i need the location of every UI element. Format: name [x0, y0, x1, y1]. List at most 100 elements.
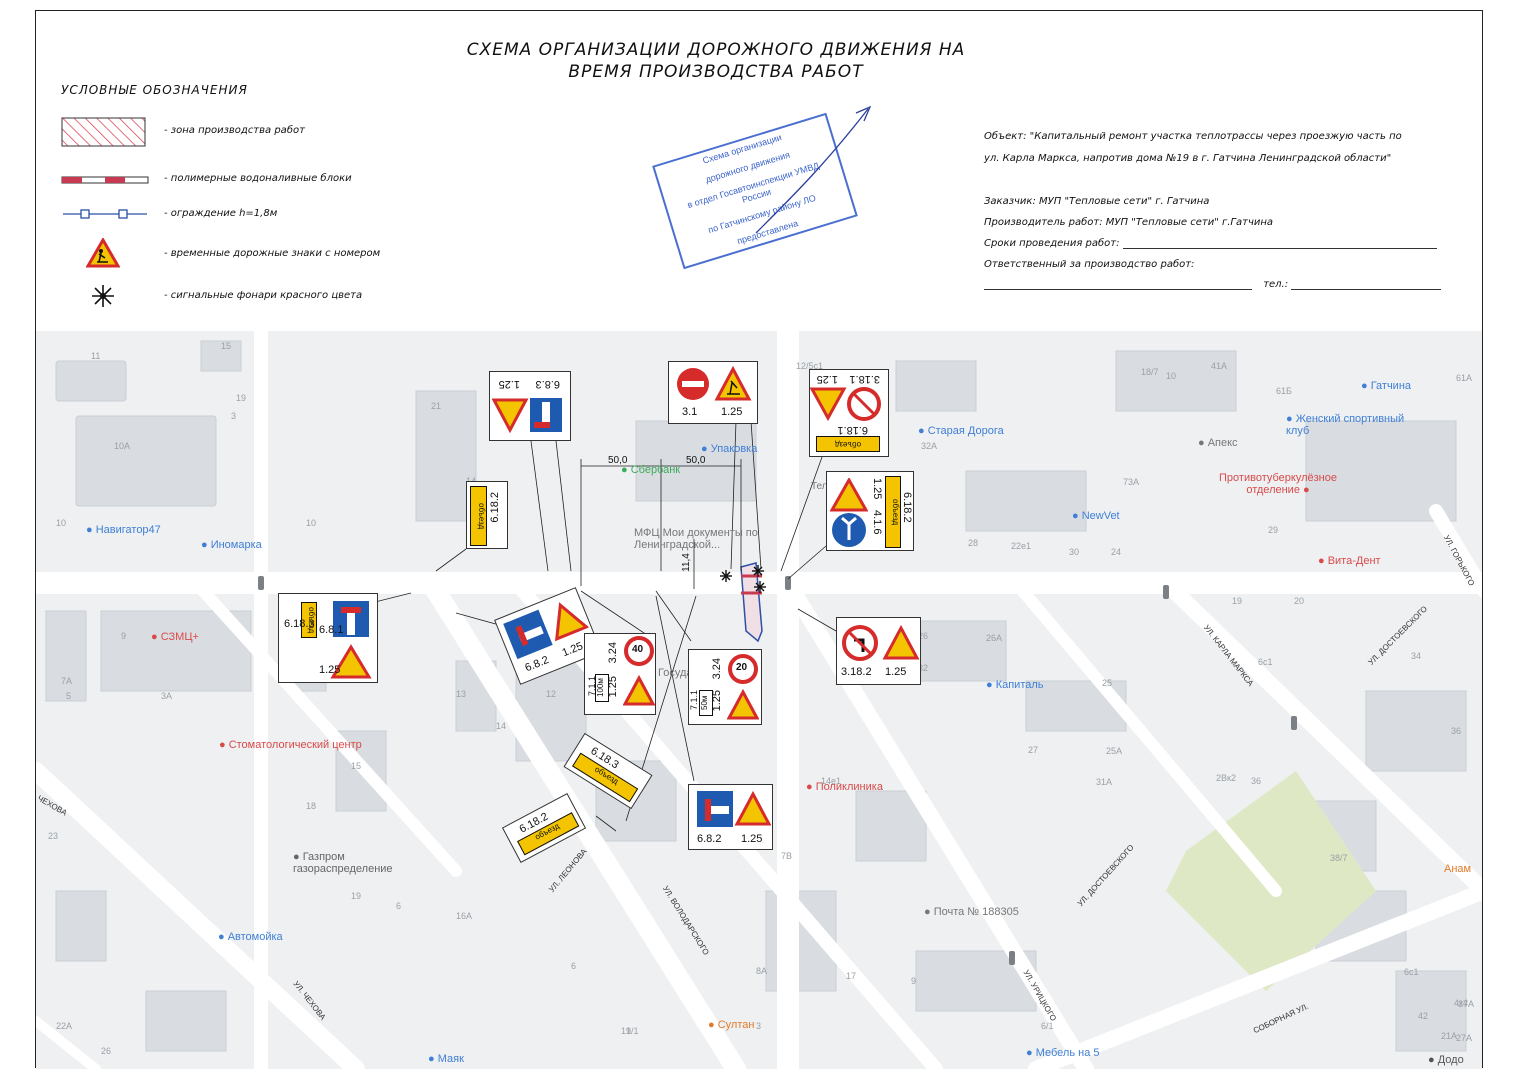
house-number: 41А — [1211, 361, 1228, 371]
house-number: 61Б — [1276, 386, 1292, 396]
poi-poliklinika[interactable]: ● Поликлиника — [806, 781, 883, 793]
house-number: 6/1 — [1041, 1021, 1054, 1031]
house-number: 31А — [1096, 777, 1113, 787]
house-number: 18/7 — [1141, 367, 1159, 377]
poi-anam[interactable]: Анам — [1444, 863, 1471, 875]
sign-box-6-8-3: 6.8.3 1.25 — [489, 371, 571, 441]
sign-box-3-24-40: 40 3.24 1.25 100м 7.1.1 — [584, 633, 656, 715]
house-number: 3 — [756, 1021, 762, 1031]
speed-limit-sign-icon — [623, 636, 655, 706]
house-number: 10 — [306, 518, 317, 528]
poi-label: Навигатор47 — [95, 524, 161, 536]
poi-label: Додо — [1437, 1054, 1464, 1066]
house-number: 37А — [1458, 999, 1475, 1009]
legend-label-blocks: - полимерные водоналивные блоки — [164, 173, 352, 184]
house-number: 19/1 — [621, 1026, 639, 1036]
poi-label: Автомойка — [227, 931, 283, 943]
no-entry-sign-icon — [677, 366, 752, 401]
phone-label: тел.: — [1263, 279, 1289, 290]
sign-code: 3.18.2 — [841, 666, 872, 678]
poi-mebel[interactable]: ● Мебель на 5 — [1026, 1047, 1100, 1059]
dimension-label: 50,0 — [608, 455, 628, 466]
poi-label: Стоматологический центр — [228, 739, 362, 751]
dead-end-sign-icon — [330, 601, 372, 679]
house-number: 27 — [1028, 745, 1039, 755]
house-number: 25 — [1102, 678, 1113, 688]
poi-pochta[interactable]: ● Почта № 188305 — [924, 906, 1019, 918]
terms-blank — [1122, 238, 1437, 249]
house-number: 11 — [91, 351, 101, 361]
sign-box-4-1-6: 1.25 4.1.6 объезд 6.18.2 — [826, 471, 914, 551]
poi-gazprom[interactable]: ● Газпром газораспределение — [293, 851, 393, 875]
poi-kapital[interactable]: ● Капиталь — [986, 679, 1044, 691]
house-number: 8А — [756, 966, 768, 976]
poi-stomatology[interactable]: ● Стоматологический центр — [219, 739, 362, 751]
poi-label: Женский спортивный клуб — [1286, 413, 1405, 437]
sign-code: 1.25 — [741, 833, 763, 845]
poi-womens-club[interactable]: ● Женский спортивный клуб — [1286, 413, 1405, 437]
speed-value: 20 — [736, 662, 748, 673]
poi-vita-dent[interactable]: ● Вита-Дент — [1318, 555, 1381, 567]
house-number: 36 — [1251, 776, 1262, 786]
sign-box-3-1: 3.1 1.25 — [668, 361, 758, 424]
house-number: 23 — [48, 831, 59, 841]
sign-box-3-24-20: 20 3.24 1.25 50м 7.1.1 — [688, 649, 762, 725]
distance-plate: 100м — [595, 674, 609, 702]
dimension-label: 11,4 — [680, 553, 692, 572]
house-number: 30 — [1069, 547, 1080, 557]
house-number: 20 — [1294, 596, 1305, 606]
house-number: 28 — [968, 538, 979, 548]
house-number: 26А — [986, 633, 1003, 643]
house-number: 73А — [1123, 477, 1140, 487]
poi-tb-otdelenie[interactable]: Противотуберкулёзное отделение ● — [1219, 472, 1337, 496]
house-number: 9 — [121, 631, 127, 641]
sign-code: 6.8.1 — [319, 624, 344, 636]
poi-newvet[interactable]: ● NewVet — [1072, 510, 1120, 522]
signature-mark — [755, 105, 872, 234]
phone-row: тел.: — [984, 279, 1442, 290]
hatched-zone-icon — [61, 117, 146, 147]
legend-label-fence: - ограждение h=1,8м — [164, 208, 278, 219]
house-number: 15 — [221, 341, 232, 351]
house-number: 38/7 — [1330, 853, 1348, 863]
sign-box-6-18-2-a: объезд 6.18.2 — [466, 481, 508, 549]
poi-carwash[interactable]: ● Автомойка — [218, 931, 283, 943]
house-number: 1 — [626, 1026, 632, 1036]
poi-label: Иномарка — [210, 539, 262, 551]
house-number: 9 — [911, 976, 917, 986]
house-number: 18 — [306, 801, 317, 811]
house-number: 36 — [1451, 726, 1462, 736]
sign-code: 7.1.1 — [689, 690, 699, 711]
poi-mayak[interactable]: ● Маяк — [428, 1053, 464, 1065]
poi-staraya-doroga[interactable]: ● Старая Дорога — [918, 425, 1004, 437]
house-number: 6 — [571, 961, 577, 971]
water-block-icon — [61, 176, 149, 184]
speed-value: 40 — [632, 644, 644, 655]
poi-gatchina[interactable]: ● Гатчина — [1361, 380, 1412, 392]
title-line-2: ВРЕМЯ ПРОИЗВОДСТВА РАБОТ — [568, 62, 864, 82]
detour-plate: объезд — [470, 486, 487, 546]
poi-upakovka[interactable]: ● Упаковка — [701, 443, 758, 455]
poi-inomarka[interactable]: ● Иномарка — [201, 539, 262, 551]
house-number: 10 — [56, 518, 67, 528]
poi-label: Сбербанк — [630, 464, 681, 476]
poi-apeks[interactable]: ● Апекс — [1198, 437, 1238, 449]
sign-code: 1.25 — [319, 664, 341, 676]
sign-code: 1.25 — [498, 378, 520, 390]
poi-sultan[interactable]: ● Султан — [708, 1019, 755, 1031]
poi-sberbank[interactable]: ● Сбербанк — [621, 464, 681, 476]
dead-end-sign-icon — [503, 602, 590, 660]
poi-szmc[interactable]: ● СЗМЦ+ — [151, 631, 199, 643]
sign-code: 6.8.2 — [697, 833, 722, 845]
dimension-label: 50,0 — [686, 455, 706, 466]
poi-dodo[interactable]: ● Додо — [1428, 1054, 1464, 1066]
house-number: 3А — [161, 691, 173, 701]
legend-label-lanterns: - сигнальные фонари красного цвета — [164, 290, 363, 301]
house-number: 17 — [846, 971, 857, 981]
sign-code: 3.1 — [682, 406, 698, 418]
poi-mfc[interactable]: МФЦ Мои документы по Ленинградской... — [634, 527, 774, 551]
poi-navigator47[interactable]: ● Навигатор47 — [86, 524, 161, 536]
house-number: 13 — [456, 689, 467, 699]
responsible-label: Ответственный за производство работ: — [984, 259, 1195, 270]
house-number: 32А — [921, 441, 938, 451]
